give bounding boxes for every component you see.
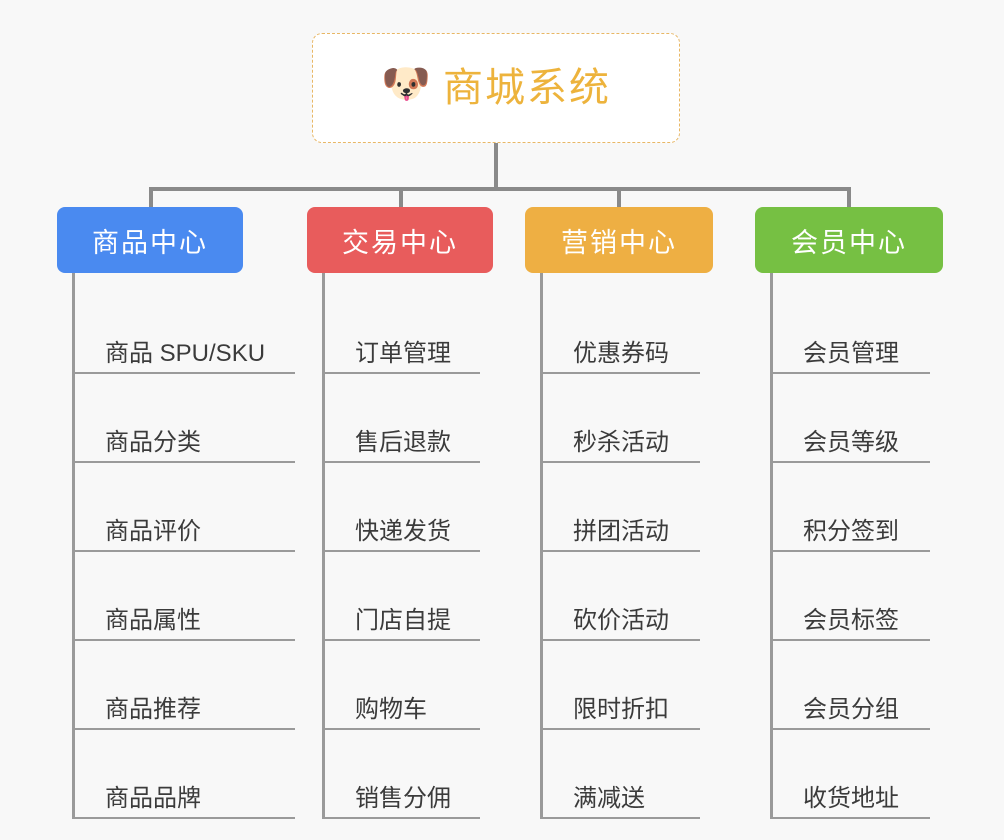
branch-column-4: 会员中心 会员管理 会员等级 积分签到 会员标签 会员分组 收货地址 (755, 207, 985, 819)
leaf-label: 订单管理 (355, 339, 451, 367)
leaf-item[interactable]: 会员分组 (773, 641, 930, 730)
leaf-label: 会员标签 (803, 606, 899, 634)
leaf-label: 售后退款 (355, 428, 451, 456)
leaf-label: 会员等级 (803, 428, 899, 456)
category-title-1: 商品中心 (92, 227, 208, 258)
connector-root-stem (494, 143, 498, 190)
leaf-item[interactable]: 会员管理 (773, 285, 930, 374)
leaf-item[interactable]: 商品品牌 (75, 730, 295, 819)
connector-drop-1 (149, 187, 153, 210)
leaf-label: 销售分佣 (355, 784, 451, 812)
category-header-3[interactable]: 营销中心 (525, 207, 713, 273)
leaf-item[interactable]: 购物车 (325, 641, 480, 730)
leaf-item[interactable]: 砍价活动 (543, 552, 700, 641)
leaf-item[interactable]: 满减送 (543, 730, 700, 819)
leaf-item[interactable]: 销售分佣 (325, 730, 480, 819)
leaf-item[interactable]: 拼团活动 (543, 463, 700, 552)
root-title: 商城系统 (443, 66, 611, 110)
category-header-4[interactable]: 会员中心 (755, 207, 943, 273)
category-title-3: 营销中心 (561, 227, 677, 258)
leaf-item[interactable]: 商品属性 (75, 552, 295, 641)
leaf-label: 收货地址 (803, 784, 899, 812)
leaf-label: 积分签到 (803, 517, 899, 545)
category-header-2[interactable]: 交易中心 (307, 207, 493, 273)
leaf-label: 会员管理 (803, 339, 899, 367)
leaf-label: 商品属性 (105, 606, 201, 634)
leaf-item[interactable]: 门店自提 (325, 552, 480, 641)
branch-column-2: 交易中心 订单管理 售后退款 快递发货 门店自提 购物车 销售分佣 (307, 207, 537, 819)
leaf-list-2: 订单管理 售后退款 快递发货 门店自提 购物车 销售分佣 (322, 273, 537, 819)
leaf-item[interactable]: 商品评价 (75, 463, 295, 552)
leaf-label: 商品推荐 (105, 695, 201, 723)
connector-drop-3 (617, 187, 621, 210)
leaf-label: 商品分类 (105, 428, 201, 456)
leaf-item[interactable]: 优惠券码 (543, 285, 700, 374)
leaf-label: 秒杀活动 (573, 428, 669, 456)
leaf-item[interactable]: 积分签到 (773, 463, 930, 552)
leaf-label: 满减送 (573, 784, 645, 812)
leaf-label: 砍价活动 (573, 606, 669, 634)
root-node[interactable]: 🐶 商城系统 (312, 33, 680, 143)
leaf-list-3: 优惠券码 秒杀活动 拼团活动 砍价活动 限时折扣 满减送 (540, 273, 756, 819)
leaf-item[interactable]: 会员标签 (773, 552, 930, 641)
dog-face-icon: 🐶 (381, 62, 431, 106)
leaf-item[interactable]: 售后退款 (325, 374, 480, 463)
leaf-label: 商品 SPU/SKU (105, 339, 266, 367)
category-header-1[interactable]: 商品中心 (57, 207, 243, 273)
leaf-label: 限时折扣 (573, 695, 669, 723)
leaf-label: 优惠券码 (573, 339, 669, 367)
leaf-label: 拼团活动 (573, 517, 669, 545)
connector-horizontal-bus (149, 187, 851, 191)
leaf-list-1: 商品 SPU/SKU 商品分类 商品评价 商品属性 商品推荐 商品品牌 (72, 273, 310, 819)
leaf-item[interactable]: 商品 SPU/SKU (75, 285, 295, 374)
leaf-label: 购物车 (355, 695, 427, 723)
leaf-item[interactable]: 收货地址 (773, 730, 930, 819)
leaf-label: 门店自提 (355, 606, 451, 634)
leaf-label: 快递发货 (355, 517, 451, 545)
leaf-item[interactable]: 限时折扣 (543, 641, 700, 730)
leaf-item[interactable]: 订单管理 (325, 285, 480, 374)
leaf-label: 商品评价 (105, 517, 201, 545)
branch-column-3: 营销中心 优惠券码 秒杀活动 拼团活动 砍价活动 限时折扣 满减送 (525, 207, 756, 819)
leaf-list-4: 会员管理 会员等级 积分签到 会员标签 会员分组 收货地址 (770, 273, 985, 819)
leaf-item[interactable]: 会员等级 (773, 374, 930, 463)
connector-drop-2 (399, 187, 403, 210)
category-title-4: 会员中心 (791, 227, 907, 258)
branch-column-1: 商品中心 商品 SPU/SKU 商品分类 商品评价 商品属性 商品推荐 商品品牌 (57, 207, 310, 819)
leaf-item[interactable]: 商品分类 (75, 374, 295, 463)
connector-drop-4 (847, 187, 851, 210)
leaf-label: 会员分组 (803, 695, 899, 723)
leaf-label: 商品品牌 (105, 784, 201, 812)
leaf-item[interactable]: 快递发货 (325, 463, 480, 552)
leaf-item[interactable]: 秒杀活动 (543, 374, 700, 463)
category-title-2: 交易中心 (342, 227, 458, 258)
leaf-item[interactable]: 商品推荐 (75, 641, 295, 730)
